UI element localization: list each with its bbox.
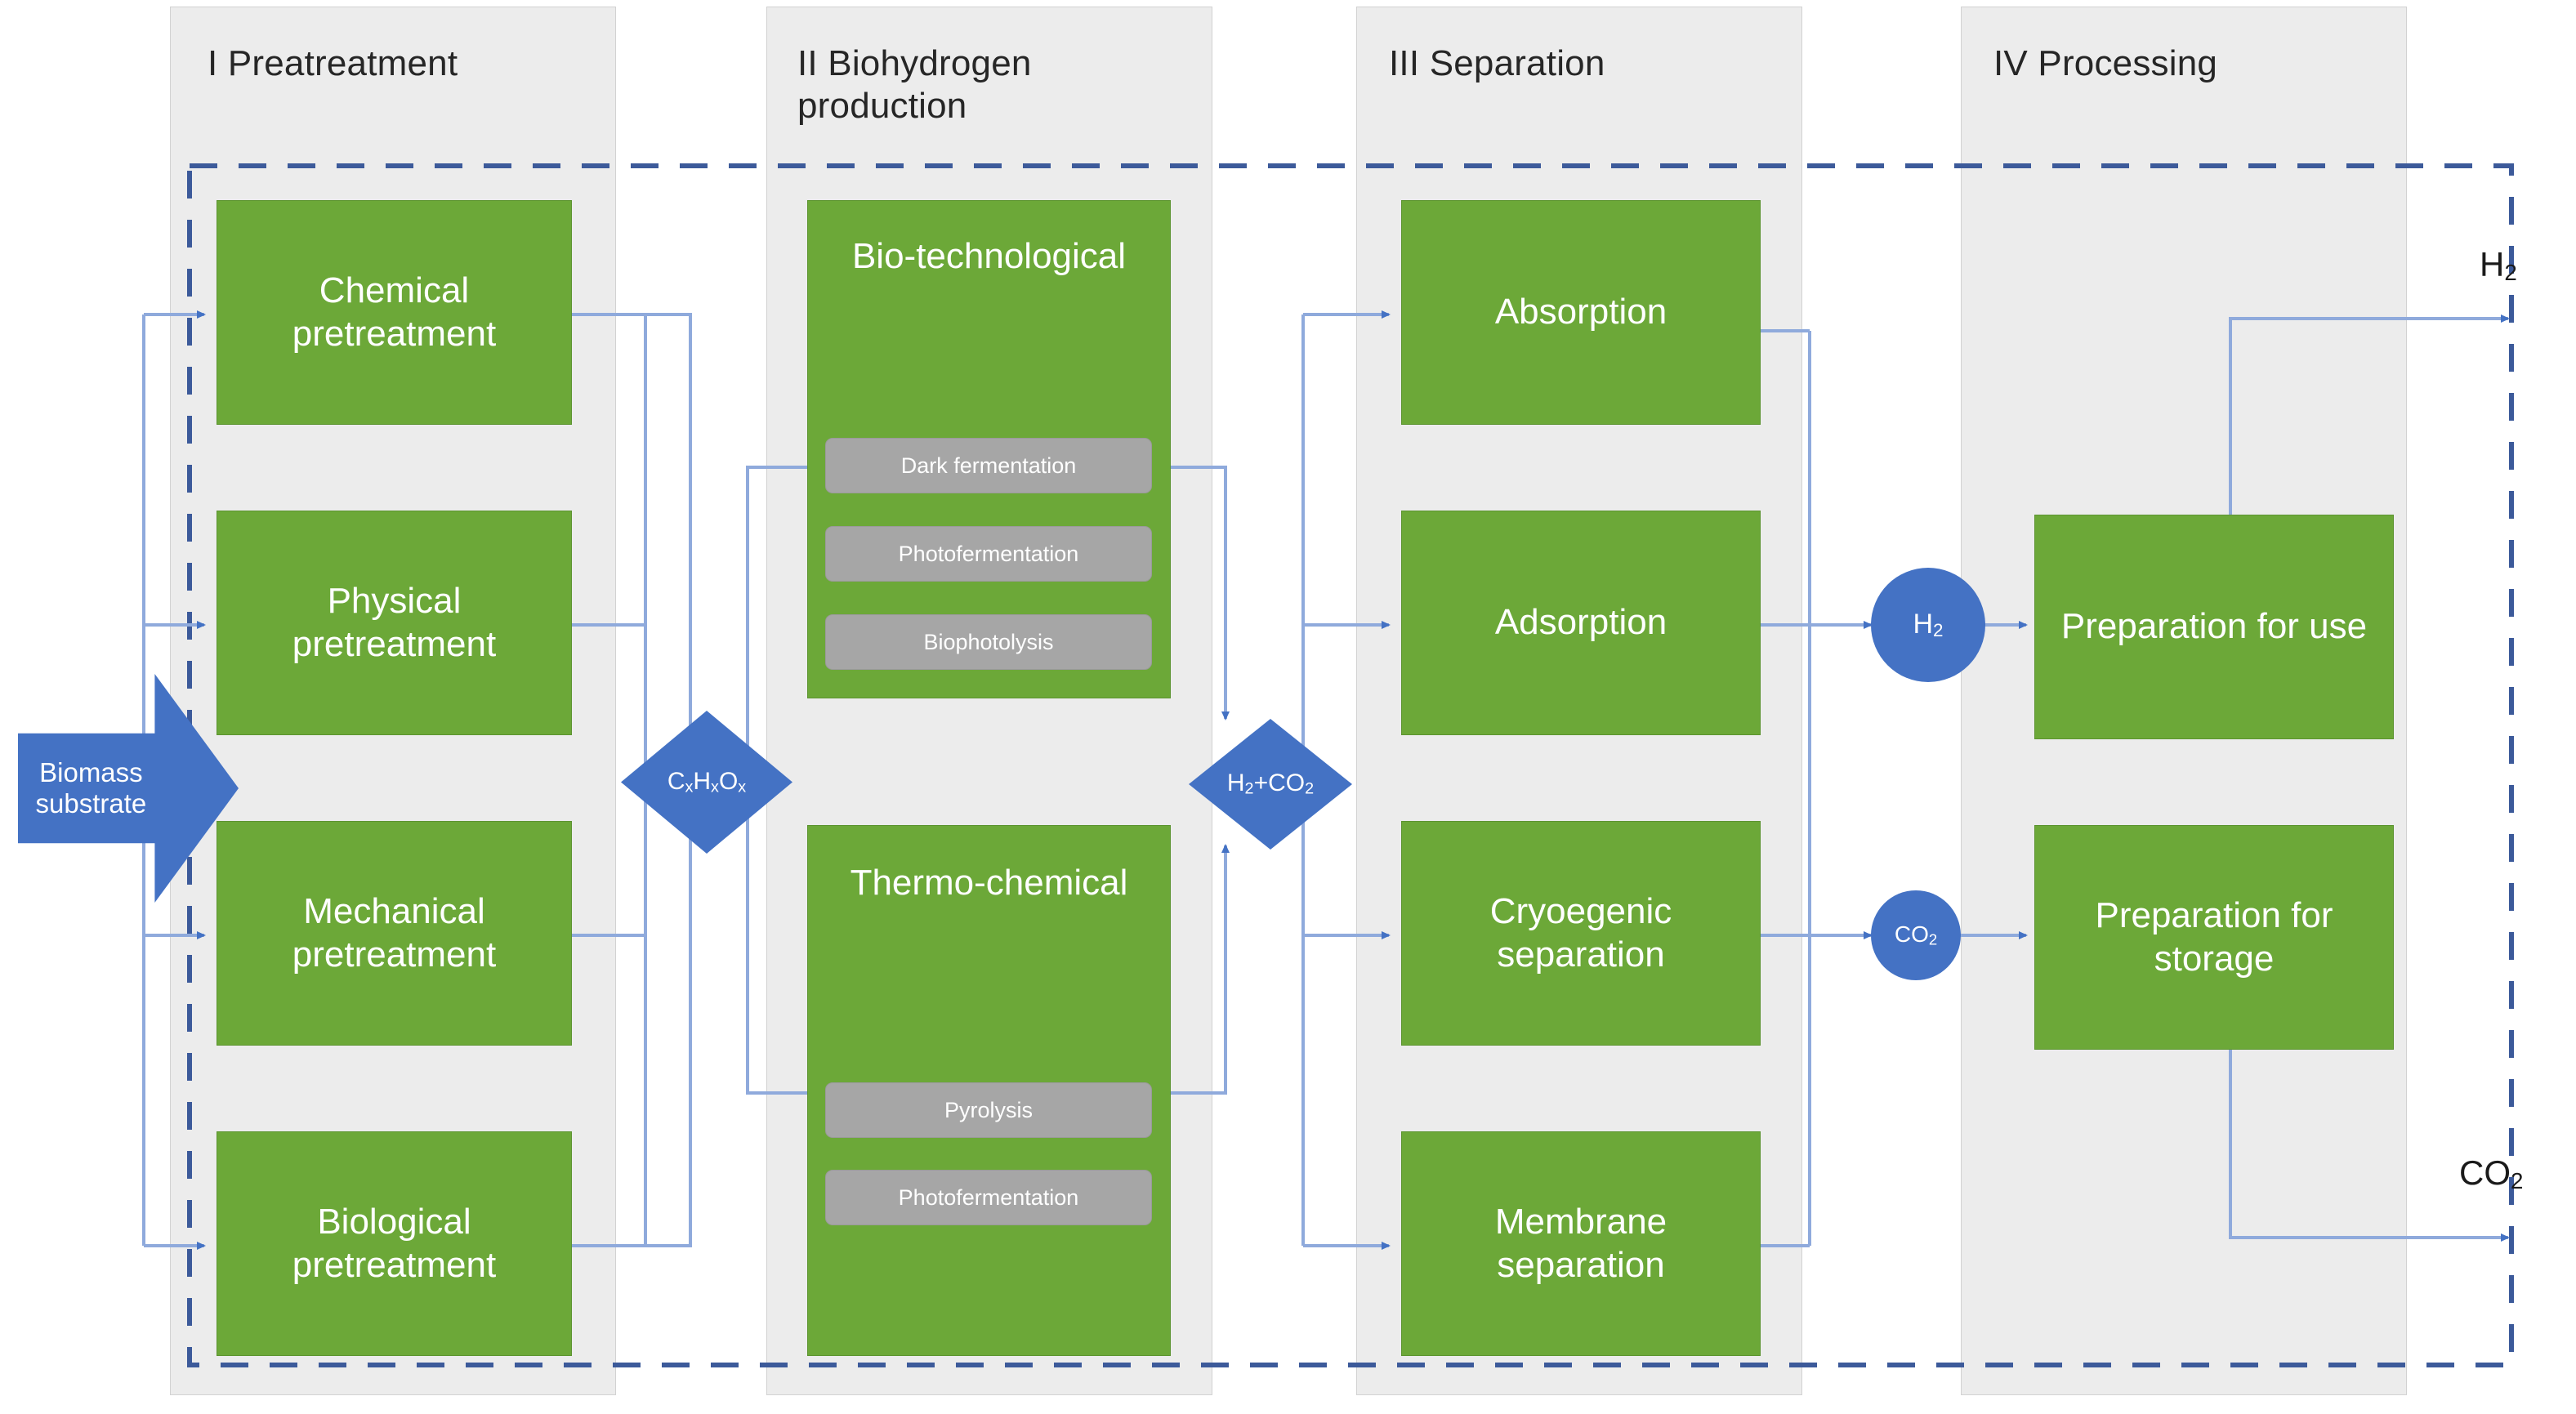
- stage4-box-preparation-storage[interactable]: Preparation for storage: [2034, 825, 2394, 1050]
- biomass-substrate-arrow: Biomass substrate: [18, 674, 239, 903]
- output-h2-label: H2: [2480, 245, 2517, 285]
- h2co2-label: H2+CO2: [1226, 769, 1315, 798]
- stage3-box-adsorption[interactable]: Adsorption: [1401, 511, 1761, 735]
- stage2-biotech-label: Bio-technological: [851, 236, 1127, 276]
- stage2-sub-biophotolysis[interactable]: Biophotolysis: [825, 614, 1152, 670]
- stage2-thermo-label: Thermo-chemical: [850, 863, 1128, 903]
- stage-title-III: III Separation: [1389, 43, 1605, 83]
- stage3-box-absorption[interactable]: Absorption: [1401, 200, 1761, 425]
- stage2-sub-dark-fermentation[interactable]: Dark fermentation: [825, 438, 1152, 493]
- stage-title-IV: IV Processing: [1993, 43, 2218, 83]
- stage2-sub-pyrolysis[interactable]: Pyrolysis: [825, 1082, 1152, 1138]
- output-co2-label: CO2: [2459, 1153, 2524, 1193]
- stage3-box-membrane[interactable]: Membrane separation: [1401, 1131, 1761, 1356]
- stage-title-II: II Biohydrogen production: [797, 43, 1032, 126]
- stage-title-I: I Preatreatment: [208, 43, 458, 83]
- stage1-box-mechanical[interactable]: Mechanical pretreatment: [217, 821, 572, 1046]
- intermediate-cxhxox-diamond: CxHxOx: [621, 711, 792, 854]
- cxhxox-label: CxHxOx: [667, 767, 747, 796]
- carrier-co2-circle: CO2: [1871, 890, 1961, 980]
- carrier-h2-label: H2: [1913, 608, 1944, 641]
- biomass-substrate-label: Biomass substrate: [35, 757, 147, 819]
- stage2-sub-photofermentation[interactable]: Photofermentation: [825, 526, 1152, 582]
- stage3-box-cryogenic[interactable]: Cryoegenic separation: [1401, 821, 1761, 1046]
- stage1-box-physical[interactable]: Physical pretreatment: [217, 511, 572, 735]
- carrier-co2-label: CO2: [1894, 921, 1938, 948]
- stage2-sub-photofermentation-2[interactable]: Photofermentation: [825, 1170, 1152, 1225]
- stage1-box-chemical[interactable]: Chemical pretreatment: [217, 200, 572, 425]
- carrier-h2-circle: H2: [1871, 568, 1985, 682]
- intermediate-h2co2-diamond: H2+CO2: [1189, 719, 1352, 850]
- stage4-box-preparation-use[interactable]: Preparation for use: [2034, 515, 2394, 739]
- stage1-box-biological[interactable]: Biological pretreatment: [217, 1131, 572, 1356]
